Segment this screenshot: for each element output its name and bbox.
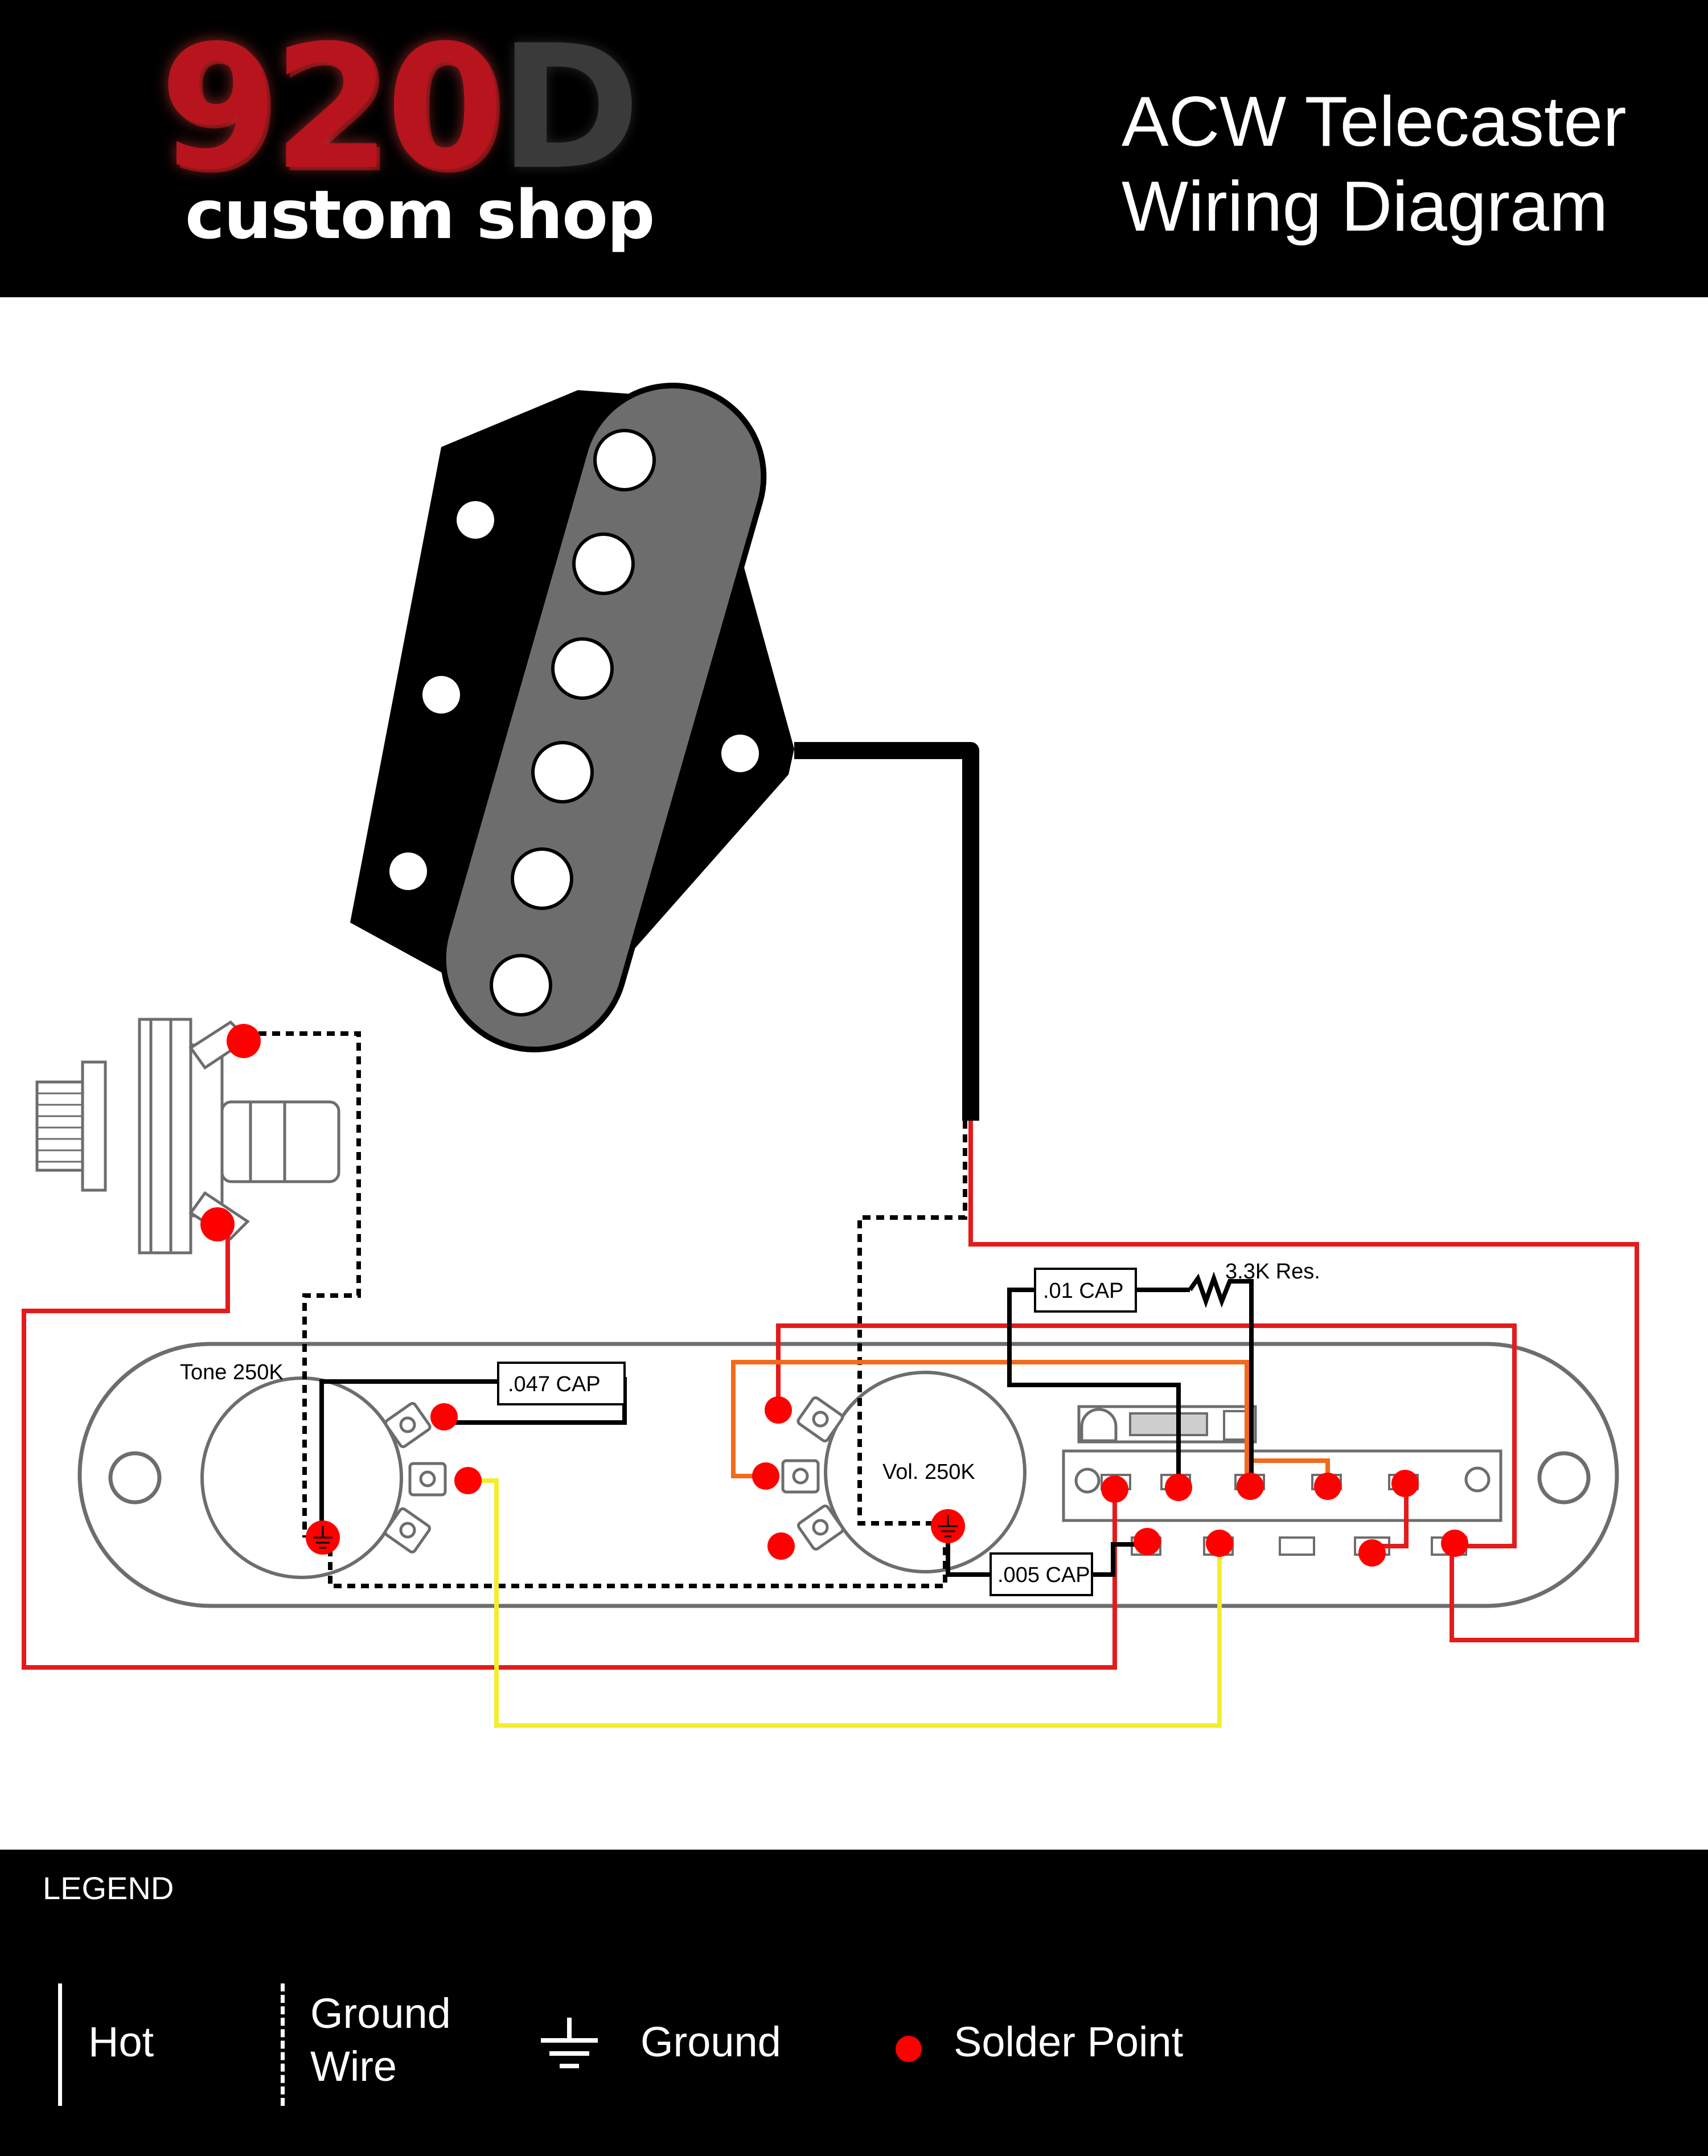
solder-point xyxy=(1358,1539,1386,1567)
resistor-label: 3.3K Res. xyxy=(1225,1260,1320,1284)
header-bar: 920D custom shop ACW Telecaster Wiring D… xyxy=(0,0,1708,297)
legend-ground-icon xyxy=(541,2018,598,2068)
solder-point xyxy=(1237,1473,1264,1500)
solder-point xyxy=(430,1403,458,1430)
solder-point xyxy=(1314,1473,1341,1500)
cap-005: .005 CAP xyxy=(990,1552,1093,1596)
mounting-hole xyxy=(721,735,759,772)
hot-wires xyxy=(22,1121,1639,1670)
plate-screw-hole-left xyxy=(108,1451,162,1505)
tone-pot-label: Tone 250K xyxy=(180,1360,284,1384)
pole-piece-1 xyxy=(593,429,656,491)
plate-screw-hole-right xyxy=(1537,1451,1591,1505)
pickup-lead-wire xyxy=(794,742,979,1121)
mounting-hole xyxy=(389,852,427,890)
output-jack xyxy=(35,1018,340,1255)
title-line-1: ACW Telecaster xyxy=(1122,83,1627,161)
solder-point xyxy=(765,1396,792,1424)
pole-piece-5 xyxy=(511,847,573,910)
solder-point xyxy=(1165,1474,1192,1501)
solder-point xyxy=(1441,1530,1468,1557)
solder-point xyxy=(454,1467,482,1494)
legend-hot: Hot xyxy=(88,2018,154,2065)
logo-920d: 920D xyxy=(159,9,640,207)
pole-piece-2 xyxy=(572,532,635,595)
logo-custom-shop: custom shop xyxy=(185,175,655,254)
solder-point xyxy=(200,1207,235,1241)
yellow-wire xyxy=(468,1478,1222,1728)
ground-wires xyxy=(245,1031,967,1588)
mounting-hole xyxy=(422,676,460,714)
ground-symbol xyxy=(931,1509,965,1543)
legend-ground-wire-icon xyxy=(281,1983,285,2106)
tone-pot xyxy=(200,1376,447,1579)
solder-point xyxy=(1134,1528,1161,1555)
page-title: ACW Telecaster Wiring Diagram xyxy=(1122,80,1627,249)
solder-point xyxy=(752,1462,779,1490)
solder-point xyxy=(1206,1530,1233,1557)
mounting-hole xyxy=(457,501,494,539)
cap-01: .01 CAP xyxy=(1034,1268,1137,1313)
volume-pot-label: Vol. 250K xyxy=(882,1460,975,1484)
solder-point xyxy=(767,1532,795,1560)
pole-piece-3 xyxy=(551,637,614,700)
ground-symbol xyxy=(306,1520,340,1555)
solder-point xyxy=(1101,1475,1128,1503)
cap-047: .047 CAP xyxy=(497,1362,626,1405)
legend-solder-point-icon xyxy=(896,2036,922,2062)
cap-047-label: .047 CAP xyxy=(508,1372,601,1396)
cap-01-label: .01 CAP xyxy=(1043,1279,1124,1303)
solder-points xyxy=(200,1024,1468,1567)
cap-005-label: .005 CAP xyxy=(997,1563,1090,1587)
telecaster-bridge-pickup xyxy=(350,383,794,1052)
legend-ground: Ground xyxy=(640,2018,781,2065)
legend-solder-point: Solder Point xyxy=(954,2018,1184,2065)
legend-panel: LEGEND Hot Ground Wire Ground Solder Poi… xyxy=(0,1850,1708,2156)
solder-point xyxy=(227,1024,261,1058)
legend-ground-wire-line2: Wire xyxy=(310,2043,397,2090)
legend-title: LEGEND xyxy=(43,1870,174,1906)
pole-piece-6 xyxy=(490,954,552,1016)
pole-piece-4 xyxy=(531,741,594,804)
legend-ground-wire-line1: Ground xyxy=(310,1990,451,2037)
legend-hot-line-icon xyxy=(58,1983,62,2106)
title-line-2: Wiring Diagram xyxy=(1122,167,1608,246)
solder-point xyxy=(1391,1470,1419,1497)
